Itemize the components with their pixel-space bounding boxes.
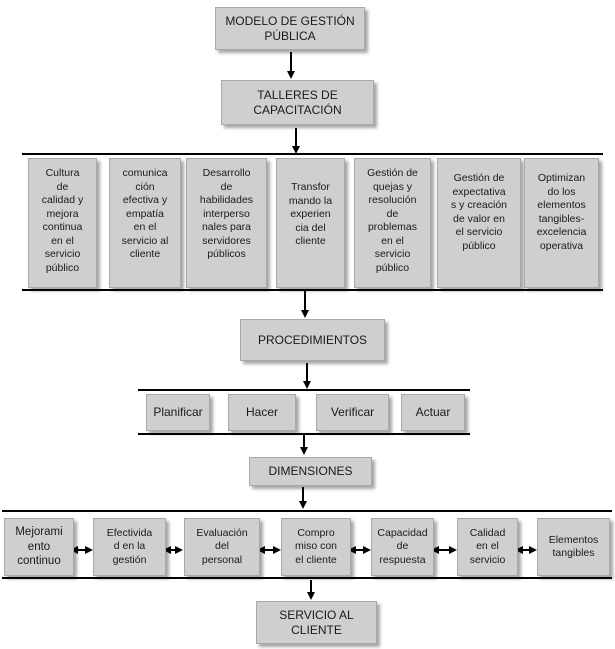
dimension-label: Elementos tangibles <box>548 533 599 560</box>
dimension-node: Efectivida d en la gestión <box>93 518 166 576</box>
dimension-label: Evaluación del personal <box>196 526 248 566</box>
step-label: Verificar <box>330 405 375 419</box>
topic-label: Optimizan do los elementos tangibles- ex… <box>536 172 587 252</box>
topic-node: Optimizan do los elementos tangibles- ex… <box>524 158 599 288</box>
topic-label: Transfor mando la experien cia del clien… <box>288 181 333 247</box>
topic-label: Gestión de quejas y resolución de proble… <box>367 167 418 274</box>
dimension-node: Elementos tangibles <box>537 518 610 576</box>
step-node: Hacer <box>228 394 296 431</box>
topic-node: Desarrollo de habilidades interperso nal… <box>186 158 267 288</box>
procedures-node-label: PROCEDIMIENTOS <box>257 332 368 347</box>
result-node: SERVICIO AL CLIENTE <box>256 601 377 644</box>
step-label: Hacer <box>245 405 278 419</box>
topic-node: Gestión de expectativa s y creación de v… <box>437 158 521 288</box>
result-node-label: SERVICIO AL CLIENTE <box>279 607 354 637</box>
workshops-node-label: TALLERES DE CAPACITACIÓN <box>253 87 342 117</box>
root-node-label: MODELO DE GESTIÓN PÚBLICA <box>225 13 355 43</box>
step-label: Planificar <box>153 405 203 419</box>
dimension-label: Mejorami ento continuo <box>15 526 63 568</box>
dimension-node: Evaluación del personal <box>184 518 260 576</box>
dimension-node: Capacidad de respuesta <box>371 518 434 576</box>
step-node: Verificar <box>316 394 389 431</box>
topic-node: Gestión de quejas y resolución de proble… <box>354 158 431 288</box>
step-label: Actuar <box>415 405 451 419</box>
dimension-node: Mejorami ento continuo <box>4 518 74 576</box>
dimension-label: Calidad en el servicio <box>469 526 506 566</box>
dimension-label: Compro miso con el cliente <box>294 526 337 566</box>
dimension-label: Capacidad de respuesta <box>377 526 428 566</box>
dimension-node: Compro miso con el cliente <box>281 518 351 576</box>
topic-node: Cultura de calidad y mejora continua en … <box>28 158 97 288</box>
topic-label: comunica ción efectiva y empatía en el s… <box>121 167 169 260</box>
root-node: MODELO DE GESTIÓN PÚBLICA <box>215 7 365 50</box>
topic-label: Gestión de expectativa s y creación de v… <box>450 172 508 252</box>
dimensions-node: DIMENSIONES <box>249 457 372 486</box>
topic-label: Desarrollo de habilidades interperso nal… <box>199 167 254 260</box>
step-node: Planificar <box>146 394 210 431</box>
step-node: Actuar <box>401 394 465 431</box>
dimension-label: Efectivida d en la gestión <box>106 526 153 566</box>
dimension-node: Calidad en el servicio <box>457 518 518 576</box>
workshops-node: TALLERES DE CAPACITACIÓN <box>221 80 374 125</box>
topic-node: comunica ción efectiva y empatía en el s… <box>109 158 181 288</box>
topic-label: Cultura de calidad y mejora continua en … <box>41 167 84 274</box>
topic-node: Transfor mando la experien cia del clien… <box>276 158 345 288</box>
dimensions-node-label: DIMENSIONES <box>268 464 353 478</box>
procedures-node: PROCEDIMIENTOS <box>240 319 385 361</box>
